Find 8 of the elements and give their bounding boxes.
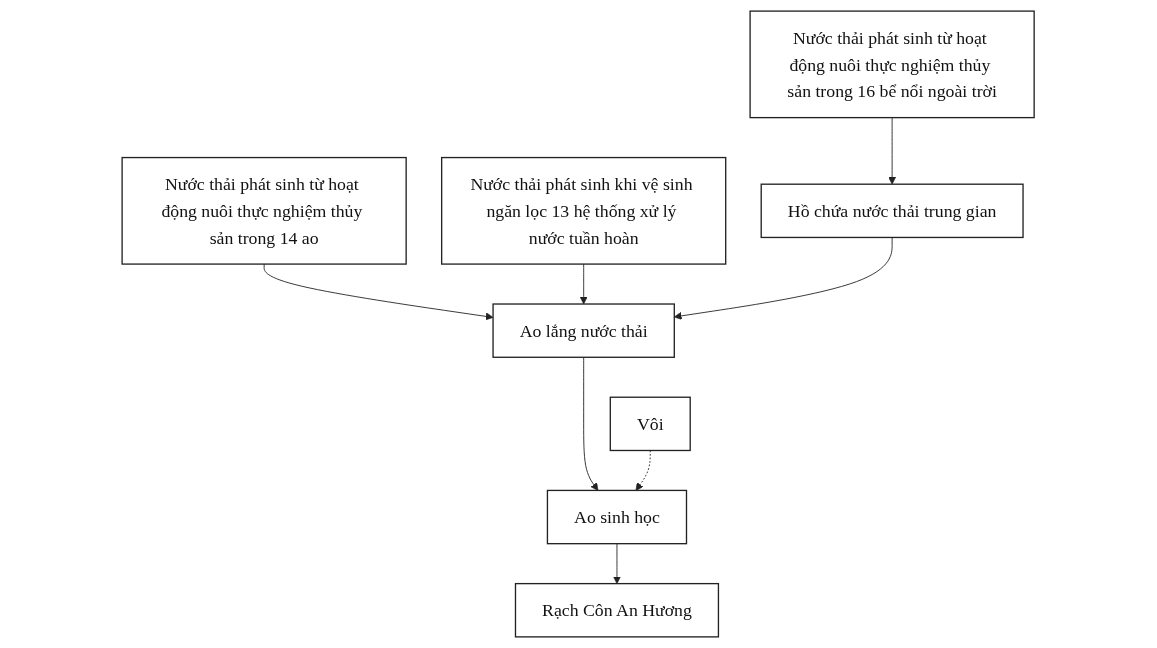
node-box: Nước thải phát sinh từ hoạt động nuôi thực nghiệm thủy sản trong 14 ao (121, 156, 408, 265)
node-box: Vôi (610, 396, 692, 452)
node-box: Ao lắng nước thải (492, 303, 676, 358)
node-box: Nước thải phát sinh khi vệ sinh ngăn lọc 13 hệ thống xử lý nước tuần hoàn (441, 156, 727, 265)
node-box: Nước thải phát sinh từ hoạt động nuôi thực nghiệm thủy sản trong 16 bể nổi ngoài trời (749, 10, 1036, 119)
node-box: Hồ chứa nước thải trung gian (760, 183, 1025, 239)
node-box: Ao sinh học (547, 489, 688, 545)
node-box: Rạch Côn An Hương (515, 582, 720, 638)
